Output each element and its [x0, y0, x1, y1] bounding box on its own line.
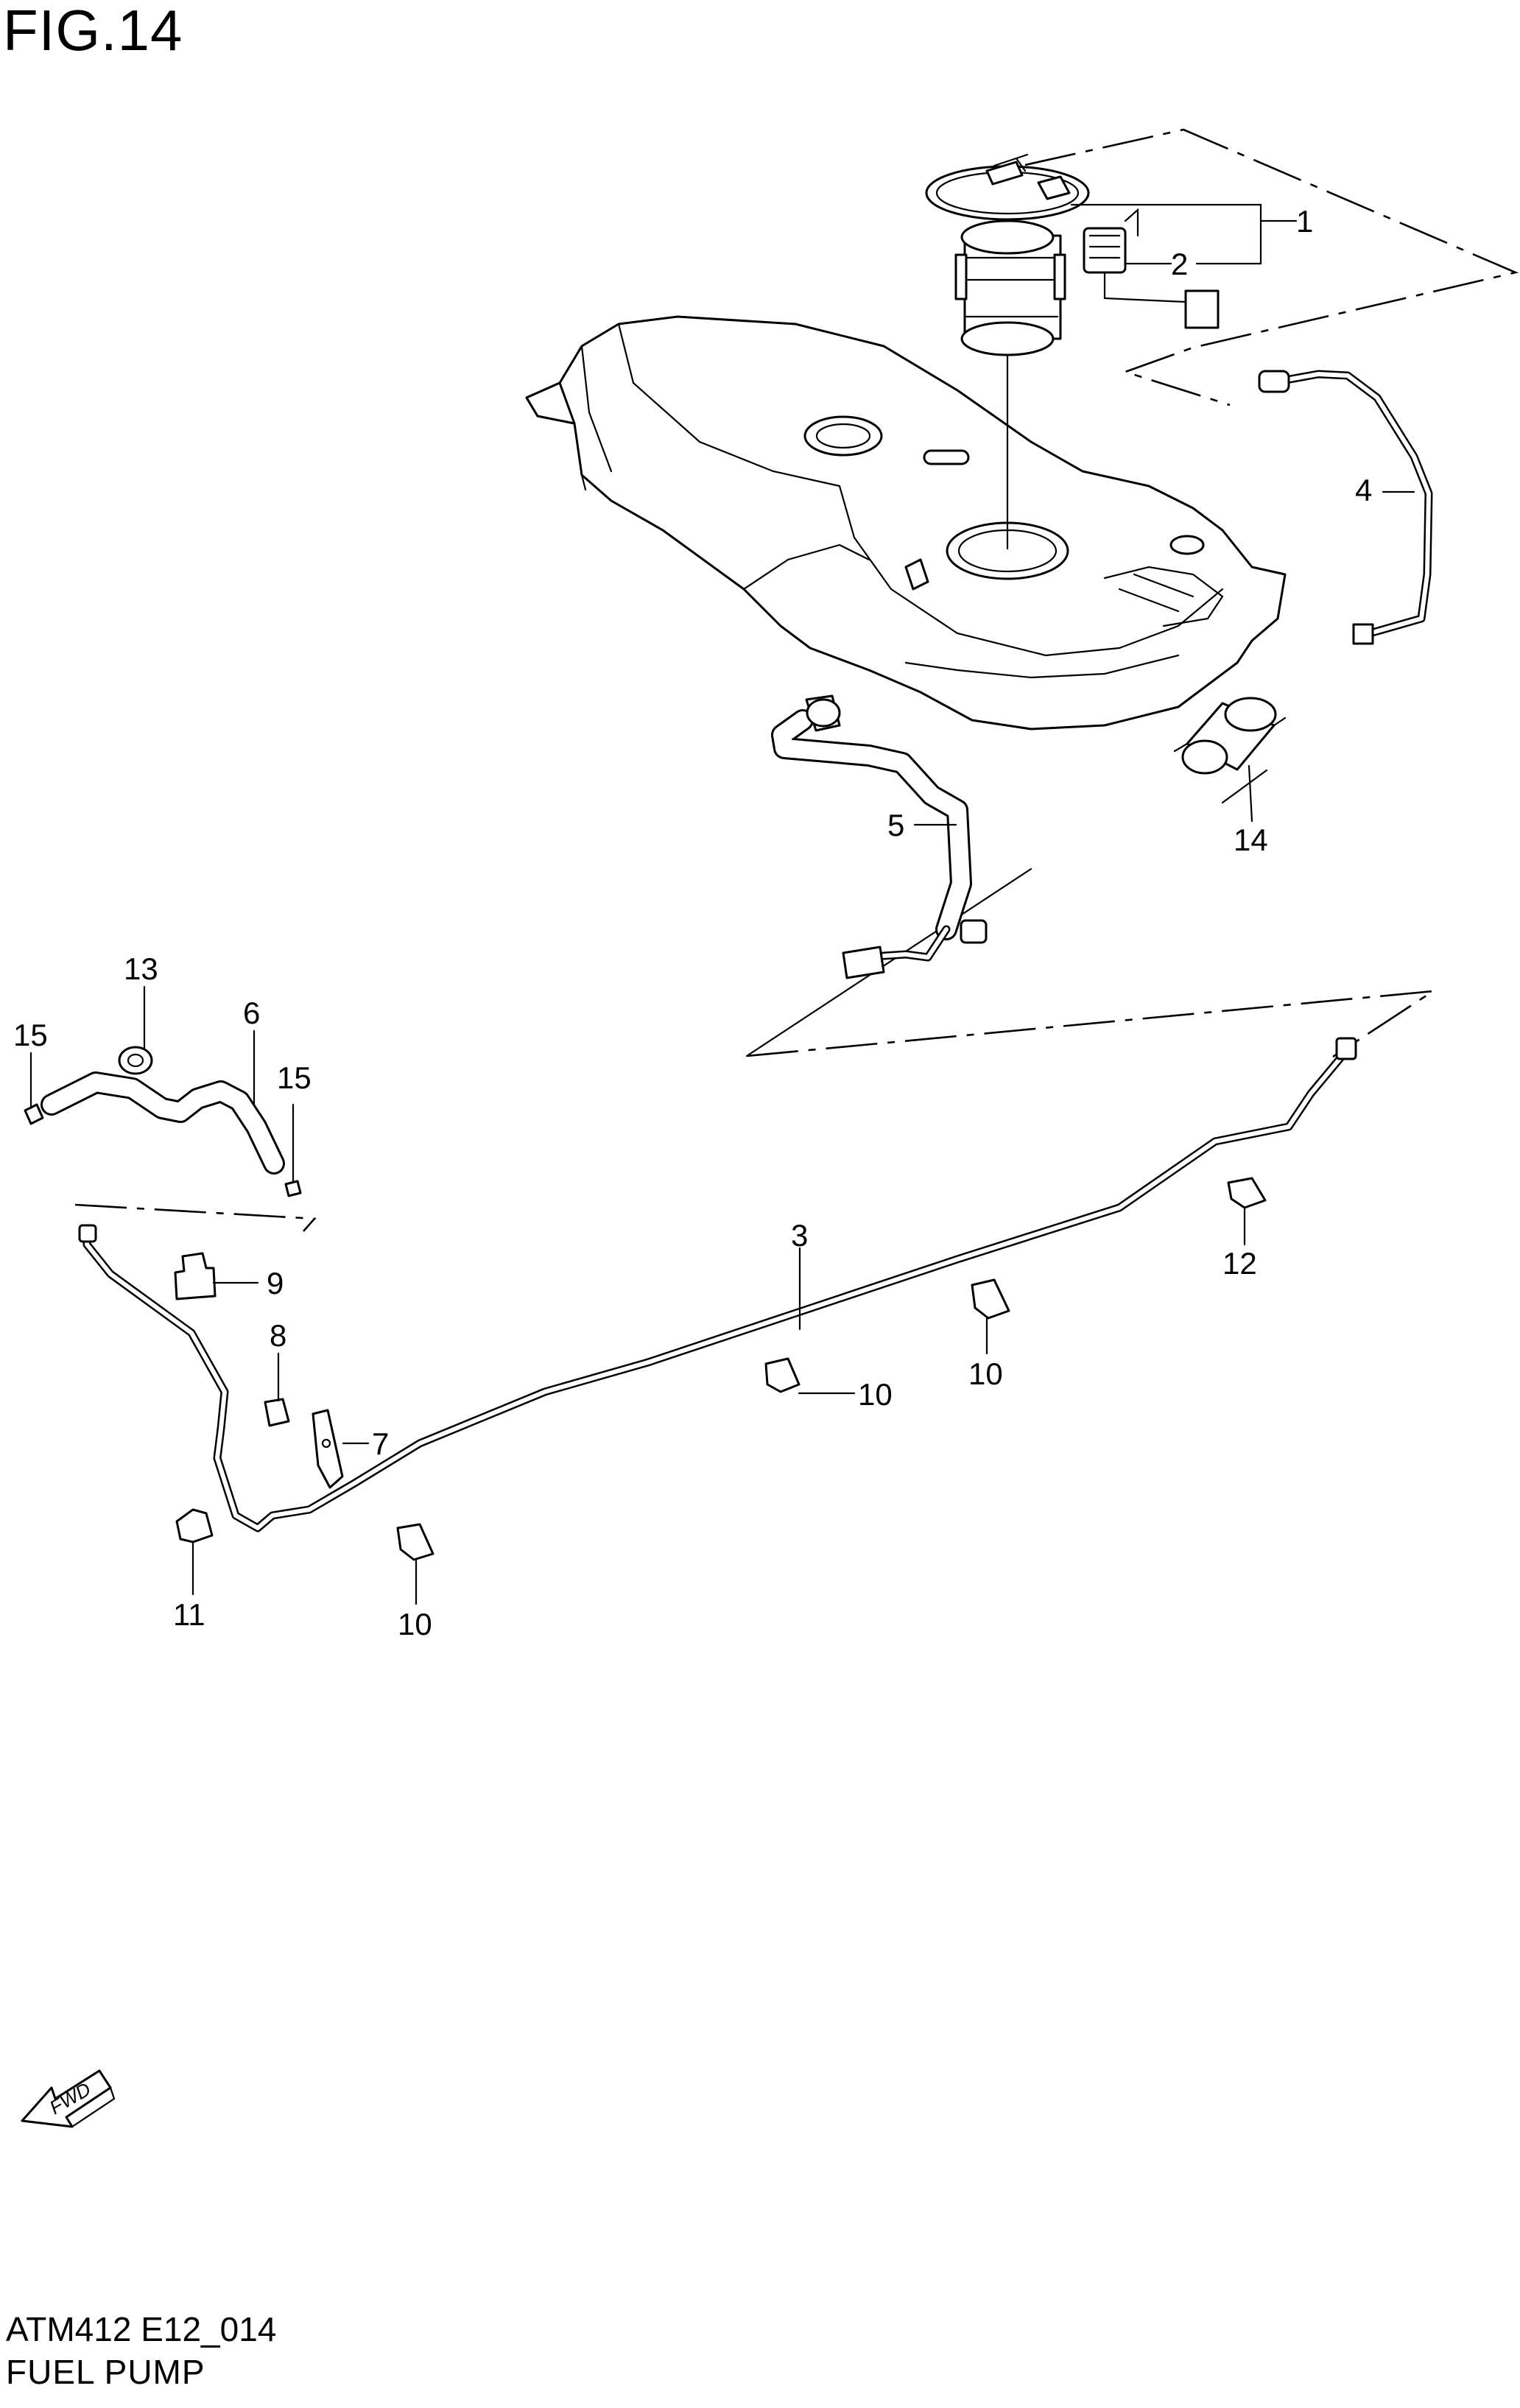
bracket-7: [312, 1409, 344, 1489]
clip-15-left: [24, 1103, 44, 1125]
clip-11: [175, 1508, 214, 1543]
callout-10-right: 10: [968, 1356, 1003, 1391]
callout-1: 1: [1296, 204, 1313, 239]
lower-reference-plane: [745, 769, 1434, 1058]
left-reference-plane: [74, 1203, 317, 1232]
vent-hose-6: [41, 1071, 285, 1175]
fuel-level-sensor: [1083, 208, 1220, 329]
fuel-tank: [525, 315, 1287, 731]
figure-title: FIG.14: [3, 0, 183, 63]
callout-12: 12: [1222, 1246, 1257, 1281]
hose-clamp-13: [118, 1046, 153, 1075]
callout-10-center: 10: [858, 1377, 893, 1412]
clamp-9: [174, 1252, 217, 1300]
callout-2: 2: [1171, 247, 1188, 281]
callout-5: 5: [887, 808, 904, 842]
callout-15-right: 15: [277, 1060, 312, 1095]
callout-11: 11: [173, 1597, 205, 1632]
clip-10-center: [764, 1357, 801, 1393]
callout-14: 14: [1234, 823, 1268, 857]
fuel-pump-assembly: [925, 153, 1090, 356]
callout-8: 8: [270, 1318, 286, 1353]
callout-7: 7: [372, 1426, 389, 1461]
fuel-pipe-3: [78, 1037, 1357, 1532]
diagram-code: ATM412 E12_014: [6, 2310, 277, 2348]
leader-lines: [29, 203, 1415, 1605]
clip-12: [1227, 1177, 1267, 1209]
clip-8: [264, 1398, 290, 1427]
fuel-filter: [1173, 697, 1287, 775]
clip-15-right: [284, 1180, 302, 1197]
fuel-pipe-5: [771, 694, 988, 979]
callout-4: 4: [1355, 473, 1372, 507]
fwd-arrow: FWD: [21, 2069, 116, 2128]
diagram-caption: FUEL PUMP: [6, 2353, 205, 2391]
callout-13: 13: [124, 951, 158, 986]
callout-15-left: 15: [13, 1018, 48, 1052]
clip-10-right: [971, 1278, 1010, 1320]
callout-10-lower: 10: [398, 1607, 432, 1641]
callout-9: 9: [267, 1266, 284, 1300]
callout-labels: 1 2 4 14 5 3 12 10 10 10 11 9 8 7 13 6 1…: [13, 204, 1372, 1641]
callout-3: 3: [791, 1218, 808, 1253]
callout-6: 6: [243, 996, 260, 1030]
fuel-pipe-4: [1258, 370, 1433, 645]
clip-10-lower: [396, 1523, 434, 1561]
